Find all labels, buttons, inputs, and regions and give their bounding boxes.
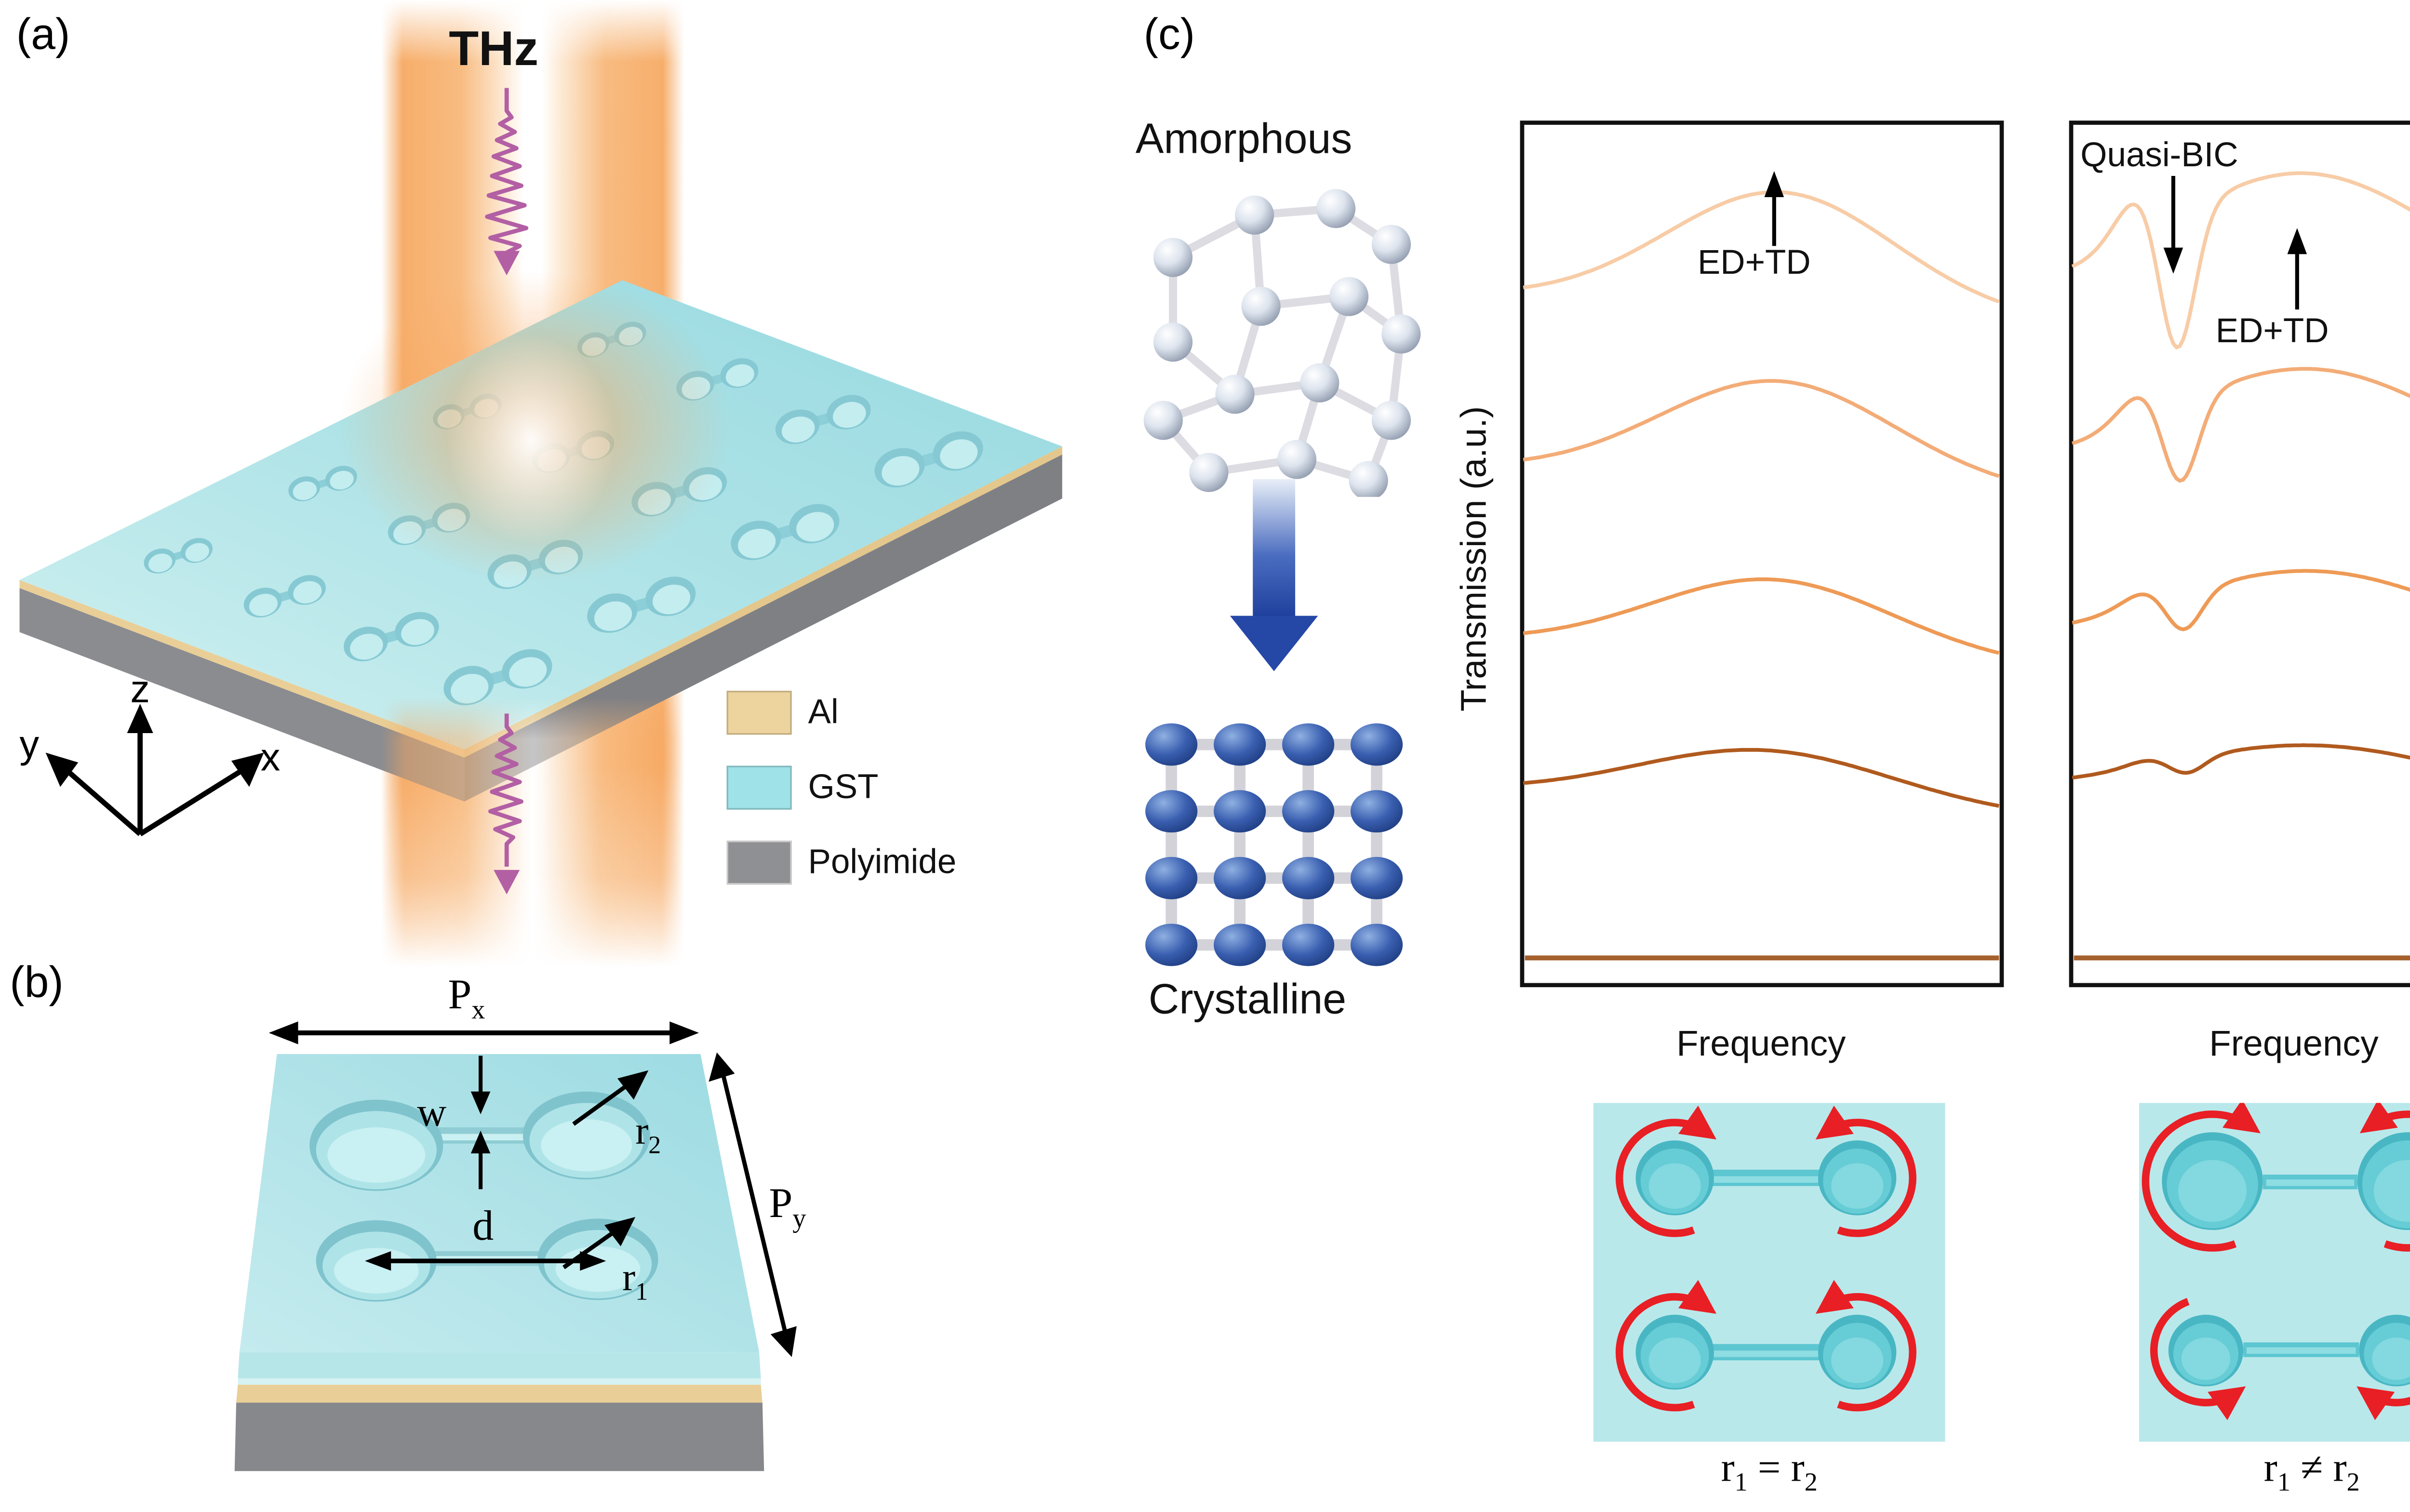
legend-item-gst: GST bbox=[726, 765, 879, 810]
amorphous-structure bbox=[1143, 189, 1421, 497]
al-layer-edge-left bbox=[19, 580, 465, 758]
radius-1-arrow bbox=[562, 1217, 636, 1270]
polyimide-front bbox=[234, 1403, 764, 1472]
crystalline-atoms bbox=[1145, 723, 1403, 966]
axis-x-label: x bbox=[260, 736, 281, 781]
crystalline-label: Crystalline bbox=[1148, 974, 1347, 1023]
transmission-axis-label: Transmission (a.u.) bbox=[1453, 406, 1494, 712]
spectrum-curve-intermediate-2 bbox=[1523, 577, 2000, 655]
gst-front-highlight bbox=[238, 1378, 761, 1385]
crystalline-bonds bbox=[1165, 738, 1382, 951]
radius-2-label: r2 bbox=[635, 1111, 661, 1160]
beam-core-glow bbox=[446, 335, 616, 544]
al-swatch bbox=[726, 691, 792, 735]
amorphous-bonds bbox=[1160, 204, 1406, 485]
dumbbell-hole bbox=[144, 538, 213, 574]
al-label: Al bbox=[808, 693, 839, 731]
radius-2-arrow bbox=[572, 1070, 649, 1126]
panel-a-label: (a) bbox=[16, 10, 70, 59]
quasi-bic-annotation: Quasi-BIC bbox=[2080, 136, 2238, 174]
ed-td-arrow-right bbox=[2287, 228, 2307, 310]
asymmetric-mode-inset bbox=[2139, 1103, 2410, 1442]
radius-1-label: r1 bbox=[622, 1258, 648, 1307]
dumbbell-unit-bottom-small bbox=[2168, 1314, 2410, 1387]
dumbbell-unit-top-large bbox=[2162, 1132, 2410, 1230]
transmission-plot-left bbox=[1520, 120, 2004, 988]
gst-swatch bbox=[726, 765, 792, 810]
thz-label: THz bbox=[449, 23, 539, 77]
legend-item-al: Al bbox=[726, 691, 839, 735]
legend-item-polyimide: Polyimide bbox=[726, 841, 957, 885]
quasi-bic-arrow bbox=[2163, 176, 2183, 274]
dumbbell-hole bbox=[587, 576, 696, 633]
distance-arrow bbox=[365, 1251, 606, 1271]
polyimide-label: Polyimide bbox=[808, 843, 957, 881]
frequency-axis-label-left: Frequency bbox=[1676, 1023, 1846, 1064]
axis-y-label: y bbox=[19, 723, 40, 767]
period-y-arrow bbox=[709, 1052, 797, 1357]
dumbbell-hole bbox=[288, 466, 357, 502]
polyimide-swatch bbox=[726, 841, 792, 885]
gst-label: GST bbox=[808, 768, 879, 806]
frequency-axis-label-right: Frequency bbox=[2209, 1023, 2379, 1064]
panel-c-label: (c) bbox=[1143, 10, 1195, 59]
dumbbell-hole bbox=[731, 504, 840, 561]
unit-cell-top-face bbox=[239, 1054, 760, 1352]
gst-front-face bbox=[238, 1352, 761, 1378]
ed-td-annotation-left: ED+TD bbox=[1697, 244, 1811, 282]
dumbbell-unit-top bbox=[1635, 1140, 1897, 1216]
thz-beam-below-slab bbox=[381, 697, 684, 968]
metasurface-slab bbox=[19, 270, 1062, 802]
ed-td-arrow-left bbox=[1764, 171, 1784, 246]
crystalline-structure bbox=[1145, 723, 1403, 966]
axis-z-label: z bbox=[130, 668, 150, 712]
period-x-arrow bbox=[268, 1021, 699, 1044]
thz-pulse-icon-bottom bbox=[488, 713, 523, 895]
spectrum-curve-amorphous bbox=[2071, 171, 2410, 350]
symmetric-mode-inset bbox=[1593, 1103, 1945, 1442]
bar-width-arrows bbox=[470, 1056, 491, 1190]
current-loop-arrows bbox=[1615, 1105, 1916, 1412]
transmission-plot-right bbox=[2069, 120, 2410, 988]
polyimide-edge-left bbox=[19, 588, 465, 802]
upper-right-hole bbox=[522, 1091, 650, 1180]
spectrum-curve-intermediate-1 bbox=[2072, 367, 2410, 483]
al-layer-front bbox=[236, 1385, 763, 1403]
amorphous-atoms bbox=[1143, 189, 1421, 497]
caption-r1-not-equals-r2: r1 ≠ r2 bbox=[2263, 1446, 2360, 1498]
ed-td-annotation-right: ED+TD bbox=[2215, 312, 2329, 350]
coordinate-axes-icon bbox=[45, 704, 264, 837]
al-layer-edge-right bbox=[464, 446, 1062, 758]
amorphous-label: Amorphous bbox=[1135, 114, 1352, 163]
distance-label: d bbox=[472, 1202, 494, 1250]
dumbbell-hole bbox=[874, 431, 983, 488]
bar-width-label: w bbox=[417, 1091, 447, 1136]
spectrum-curve-intermediate-2 bbox=[2072, 569, 2410, 631]
spectrum-curve-intermediate-1 bbox=[1523, 379, 2000, 478]
thz-pulse-icon-top bbox=[485, 88, 529, 276]
spectrum-curve-amorphous bbox=[1523, 190, 2000, 304]
panel-b-label: (b) bbox=[10, 958, 64, 1007]
spectrum-curve-near-crystalline bbox=[1523, 748, 2000, 808]
caption-r1-equals-r2: r1 = r2 bbox=[1721, 1446, 1818, 1498]
dumbbell-unit-bottom bbox=[1635, 1314, 1897, 1390]
current-loop-arrows bbox=[2142, 1103, 2410, 1420]
dumbbell-hole bbox=[344, 612, 439, 662]
period-x-dimension-label: Px bbox=[448, 971, 485, 1025]
period-y-dimension-label: Py bbox=[769, 1179, 806, 1234]
unit-cell-slab bbox=[234, 1054, 764, 1472]
dumbbell-hole bbox=[775, 395, 871, 444]
dumbbell-hole bbox=[443, 649, 552, 706]
upper-left-hole bbox=[309, 1099, 443, 1191]
dumbbell-hole bbox=[243, 575, 326, 618]
phase-transition-arrow-icon bbox=[1230, 479, 1318, 671]
spectrum-curve-near-crystalline bbox=[2072, 743, 2410, 780]
